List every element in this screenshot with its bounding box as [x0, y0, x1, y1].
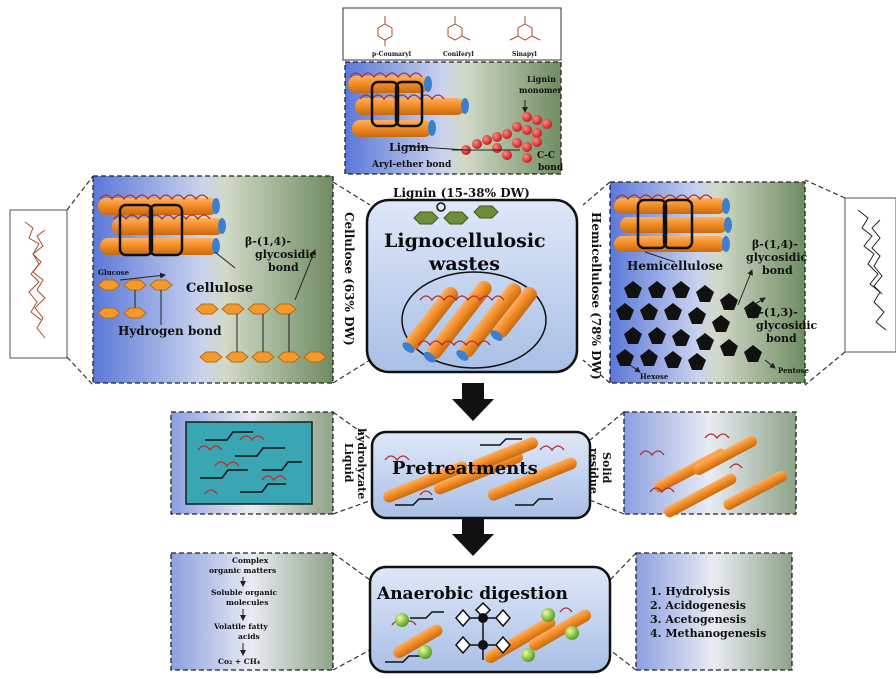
flow-step: Soluble organic [211, 588, 278, 597]
pretreatments-box: Pretreatments [370, 430, 592, 520]
solid-label: residue [587, 448, 600, 494]
lignin-hexagons [413, 205, 499, 225]
cc-bond-label: bond [538, 163, 564, 173]
cellulose-structure-box [9, 209, 68, 359]
hemicellulose-panel: Hemicellulose β-(1,4)- glycosidic bond β… [609, 181, 818, 384]
liquid-label: Liquid [342, 443, 355, 483]
pentose-label: Pentose [778, 366, 809, 375]
cellulose-share-label: Cellulose (63% DW) [342, 212, 356, 346]
solid-label: Solid [600, 452, 613, 484]
lignin-monomer-label: Lignin [527, 74, 556, 84]
solid-residue-panel [623, 411, 797, 518]
flow-step: acids [238, 632, 260, 641]
lignin-share-label: Lignin (15-38% DW) [393, 186, 530, 200]
hexose-label: Hexose [640, 372, 669, 381]
lignin-panel: Lignin Aryl-ether bond Lignin monomer C-… [344, 61, 564, 175]
pentose-units [616, 281, 762, 370]
cc-bond-label: C-C [537, 151, 555, 161]
aryl-ether-label: Aryl-ether bond [371, 160, 452, 170]
glucose-label: Glucose [98, 268, 130, 277]
hemi-bond13-label: glycosidic [756, 319, 818, 332]
monomer-label: Coniferyl [443, 51, 474, 58]
hemicellulose-label: Hemicellulose [627, 259, 723, 273]
lignocellulosic-wastes-box: Lignocellulosic wastes [365, 198, 579, 374]
center-title: Lignocellulosic [384, 230, 546, 252]
cellulose-bond-label: glycosidic [255, 248, 317, 261]
monomer-label: Sinapyl [512, 51, 538, 58]
hemicellulose-share-label: Hemicellulose (78% DW) [589, 212, 603, 380]
flow-step: Complex [232, 556, 269, 565]
digestion-steps-panel: 1. Hydrolysis 2. Acidogenesis 3. Acetoge… [635, 552, 793, 671]
center-fibers [402, 280, 537, 363]
digestion-step: 1. Hydrolysis [650, 585, 730, 598]
lignin-monomer-label: monomer [519, 85, 563, 95]
pretreatment-fibers [383, 437, 577, 506]
monomer-label: p-Coumaryl [372, 51, 412, 58]
hydrogen-bond-lines [134, 290, 290, 352]
microbe-balls [395, 608, 579, 662]
glucose-units [97, 279, 327, 363]
anaerobic-digestion-box: Anaerobic digestion [368, 565, 612, 674]
liquid-label: hydrolyzate [355, 428, 368, 499]
liquid-hydrolyzate-panel [170, 411, 334, 515]
anaerobic-digestion-title: Anaerobic digestion [376, 584, 568, 604]
digestion-step: 2. Acidogenesis [650, 599, 746, 612]
flow-step: Volatile fatty [213, 622, 268, 631]
hemi-bond14-label: bond [762, 264, 793, 277]
lignin-label: Lignin [389, 141, 429, 154]
lignin-fibers [348, 72, 469, 137]
cellulose-fibers [98, 194, 226, 257]
down-arrow-icon [452, 383, 494, 421]
cellulose-label: Cellulose [186, 281, 253, 296]
cellulose-panel: β-(1,4)- glycosidic bond Cellulose Gluco… [92, 175, 334, 384]
flow-step: organic matters [209, 566, 276, 575]
cellulose-bond-label: β-(1,4)- [245, 235, 291, 248]
hemi-bond13-label: β-(1,3)- [752, 306, 798, 319]
hemi-bond14-label: glycosidic [746, 251, 808, 264]
cellulose-bond-label: bond [268, 261, 299, 274]
digestion-step: 3. Acetogenesis [650, 613, 746, 626]
flow-step: molecules [226, 598, 268, 607]
monomer-structures-box: p-Coumaryl Coniferyl Sinapyl [342, 7, 562, 61]
flow-step: Co₂ + CH₄ [218, 657, 261, 666]
hemi-bond13-label: bond [766, 332, 797, 345]
hemicellulose-fibers [614, 194, 732, 252]
pretreatments-title: Pretreatments [392, 458, 538, 479]
down-arrow-icon [452, 518, 494, 556]
center-title: wastes [428, 253, 500, 275]
hemi-bond14-label: β-(1,4)- [752, 238, 798, 251]
digestion-step: 4. Methanogenesis [650, 627, 766, 640]
digestion-flow-panel: Complex organic matters Soluble organic … [170, 552, 334, 671]
hemicellulose-structure-box [844, 197, 896, 353]
hydrogen-bond-label: Hydrogen bond [118, 324, 222, 338]
